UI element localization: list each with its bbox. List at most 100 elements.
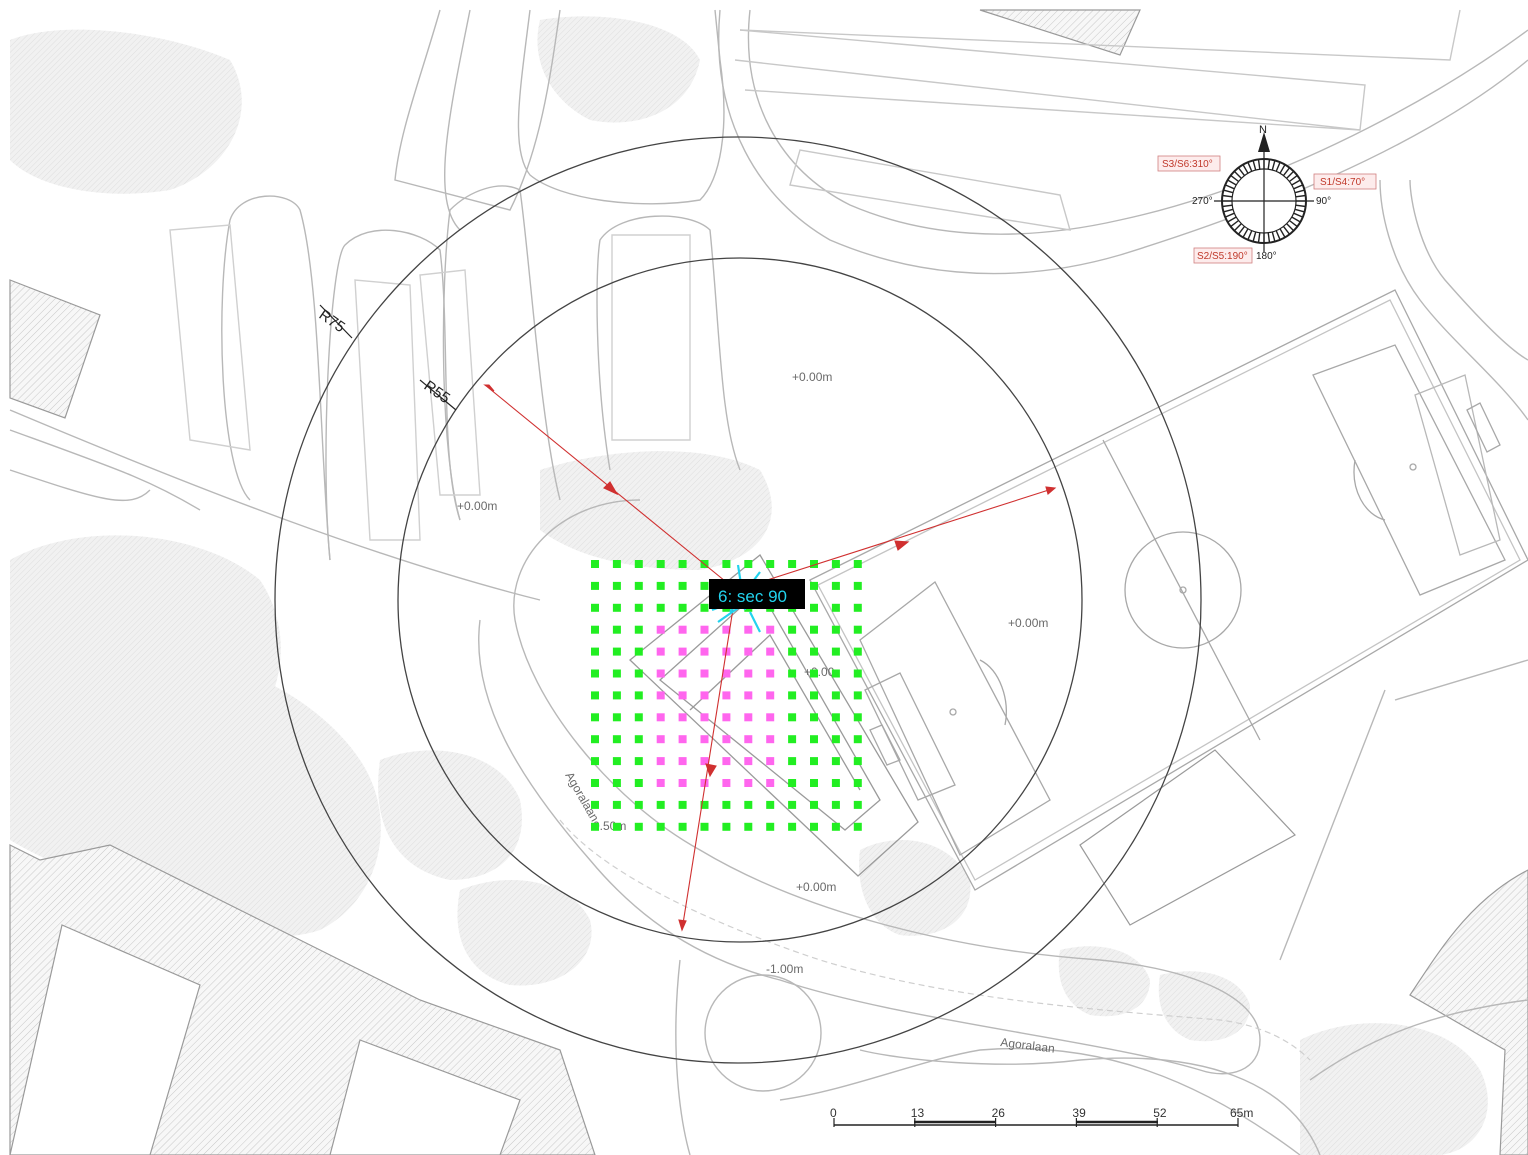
sample-point-inner (766, 669, 775, 678)
sample-point-inner (700, 691, 709, 700)
elevation-labels: +0.00m +0.00m +0.00m +0.00 +0.00m -1.00m… (457, 370, 1048, 976)
sample-point (831, 691, 840, 700)
radius-circles (274, 136, 1202, 1064)
sample-point (591, 800, 599, 809)
sample-point (678, 560, 687, 568)
sample-point-inner (656, 647, 665, 656)
sample-point (853, 735, 862, 744)
sample-point-inner (744, 735, 753, 744)
sample-point (722, 560, 731, 568)
sample-point (591, 603, 599, 612)
sample-point (831, 560, 840, 568)
tag-s2s5: S2/S5:190° (1197, 251, 1248, 262)
sports-fields (809, 289, 1528, 891)
sample-point-inner (656, 713, 665, 722)
sample-point (831, 757, 840, 766)
sample-point-inner (678, 669, 687, 678)
scale-tick-label: 65m (1230, 1106, 1253, 1120)
sample-point (678, 800, 687, 809)
sample-point (853, 800, 862, 809)
sample-point (612, 800, 621, 809)
sample-point (634, 647, 643, 656)
sample-point (612, 713, 621, 722)
sample-point (788, 757, 797, 766)
sample-point (831, 647, 840, 656)
sample-point (853, 713, 862, 722)
sample-point (656, 603, 665, 612)
elevation-bottom: +0.00m (796, 880, 836, 894)
sample-point (831, 603, 840, 612)
north-arrow-icon (1258, 132, 1270, 152)
elevation-left: +0.00m (457, 499, 497, 513)
sample-point (744, 560, 753, 568)
sample-point (656, 560, 665, 568)
sample-point (810, 581, 818, 590)
elevation-right: +0.00m (1008, 616, 1048, 630)
elevation-top: +0.00m (792, 370, 832, 384)
sample-point (853, 779, 862, 787)
sample-point (634, 560, 643, 568)
tag-s3s6: S3/S6:310° (1162, 159, 1213, 170)
sample-point (810, 647, 818, 656)
sample-point (591, 713, 599, 722)
buildings (9, 9, 1528, 1155)
sample-point (831, 735, 840, 744)
elevation-low: -1.00m (766, 962, 803, 976)
sample-point-inner (656, 735, 665, 744)
sample-point-inner (678, 713, 687, 722)
sample-point (853, 822, 862, 831)
sample-point (831, 779, 840, 787)
sample-point (612, 560, 621, 568)
sample-point (766, 800, 775, 809)
sample-point (591, 581, 599, 590)
sample-point (591, 822, 599, 831)
sample-point (788, 800, 797, 809)
sample-point-inner (700, 625, 709, 634)
sample-point (612, 735, 621, 744)
sample-point (788, 691, 797, 700)
sample-point-inner (656, 625, 665, 634)
sample-point-inner (722, 691, 731, 700)
sample-point (700, 800, 709, 809)
sample-point (744, 822, 753, 831)
sample-point (634, 822, 643, 831)
sensor-marker: 6: sec 90 (709, 564, 805, 633)
scale-tick-label: 13 (911, 1106, 925, 1120)
sample-point (831, 822, 840, 831)
sample-point-inner (656, 779, 665, 787)
sample-point (810, 713, 818, 722)
sample-point (612, 581, 621, 590)
sample-point (853, 669, 862, 678)
direction-arrow-icon (681, 589, 737, 931)
sample-point (788, 560, 797, 568)
sample-point (722, 822, 731, 831)
direction-arrow-icon (735, 487, 1056, 591)
sample-point (591, 647, 599, 656)
sample-point (591, 560, 599, 568)
sample-point (591, 757, 599, 766)
sample-point (853, 560, 862, 568)
sample-point (612, 669, 621, 678)
compass-180: 180° (1256, 251, 1277, 262)
sample-point (656, 581, 665, 590)
roads (9, 9, 1528, 1155)
compass-north: N (1259, 124, 1267, 136)
sample-point (612, 779, 621, 787)
sample-point-inner (766, 625, 775, 634)
sample-point (788, 647, 797, 656)
sample-point (788, 779, 797, 787)
scale-tick-label: 26 (992, 1106, 1006, 1120)
sample-point (634, 603, 643, 612)
sample-point-inner (722, 669, 731, 678)
scale-tick-label: 0 (830, 1106, 837, 1120)
sample-point (788, 735, 797, 744)
tree-canopies (10, 16, 1488, 1155)
sample-point (810, 691, 818, 700)
sample-point (634, 669, 643, 678)
sample-point (788, 625, 797, 634)
sample-point-inner (722, 735, 731, 744)
sample-point-inner (656, 757, 665, 766)
sample-point (831, 581, 840, 590)
sample-point-inner (700, 757, 709, 766)
sample-point (810, 735, 818, 744)
